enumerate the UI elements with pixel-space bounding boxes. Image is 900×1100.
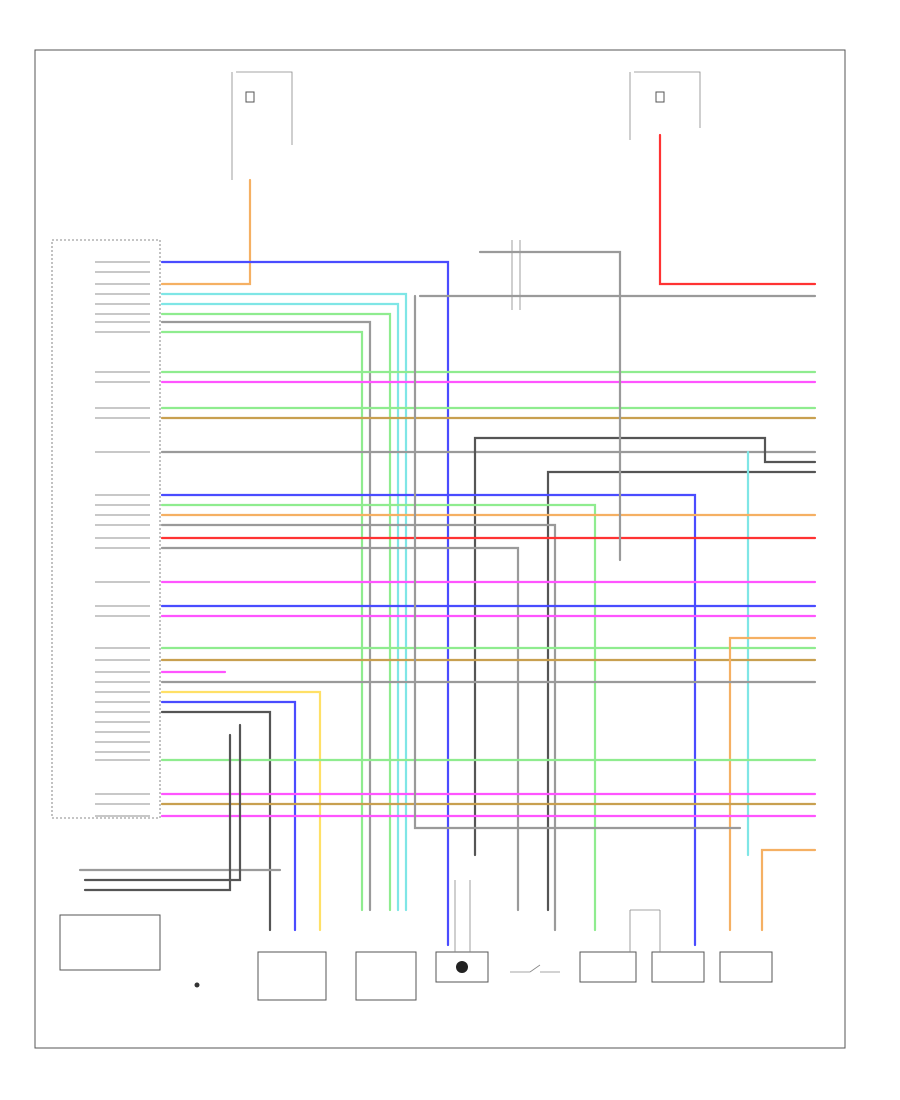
wire-darkgray-2 xyxy=(546,470,817,912)
wire-green-1 xyxy=(160,312,392,912)
wire-cyan-2 xyxy=(160,302,400,912)
wire-blue-4 xyxy=(160,700,297,932)
component-sensor-h xyxy=(651,951,773,983)
relay-contacts xyxy=(480,240,540,310)
wire-orange-fuse xyxy=(160,178,252,286)
wire-yellow-1 xyxy=(160,690,322,932)
component-sensor-d xyxy=(355,951,417,1001)
wire-gray-4 xyxy=(160,546,520,912)
wire-gray-ground xyxy=(413,294,742,830)
wire-darkgray-3 xyxy=(160,710,272,932)
ecm-module-box xyxy=(51,239,161,819)
component-sensor-c xyxy=(257,951,327,1001)
ecm-pin-labels xyxy=(95,261,150,817)
wire-harness xyxy=(78,133,817,947)
fuse-left-element xyxy=(245,91,255,103)
wire-red-fuse-right xyxy=(658,133,817,286)
fuse-block-right xyxy=(629,71,701,140)
fuel-pump-lead xyxy=(629,909,661,952)
wire-green-5 xyxy=(160,503,597,932)
sensor-i-box xyxy=(719,951,773,983)
wire-blue-2 xyxy=(160,493,697,947)
ecm-module xyxy=(51,239,161,819)
wire-blue-top xyxy=(160,260,450,947)
component-sensor-e xyxy=(435,951,489,983)
fuse-right-outline xyxy=(629,71,701,140)
wire-green-2 xyxy=(160,330,364,912)
sensor-e-symbol xyxy=(456,961,468,973)
wire-gray-1 xyxy=(160,320,372,912)
sensor-e-leads xyxy=(454,880,471,952)
sensor-g-box xyxy=(579,951,637,983)
diagram-border xyxy=(34,49,846,1049)
wire-cyan-1 xyxy=(160,292,408,912)
wire-darkgray-5 xyxy=(83,733,232,892)
wire-darkgray-1 xyxy=(473,436,817,857)
sensor-a-box xyxy=(59,914,161,971)
component-sensor-b xyxy=(194,982,200,988)
main-relay xyxy=(480,240,540,310)
sensor-f-switch xyxy=(510,964,560,973)
sensor-h-box xyxy=(651,951,705,983)
sensor-b-ground xyxy=(194,982,200,988)
wire-gray-relay-2 xyxy=(478,250,622,562)
component-sensor-g xyxy=(579,951,637,983)
wire-darkgray-4 xyxy=(83,723,242,882)
sensor-c-box xyxy=(257,951,327,1001)
fuse-block-left xyxy=(231,71,293,180)
fuse-left-outline xyxy=(231,71,293,180)
fuse-right-element xyxy=(655,91,665,103)
bottom-components xyxy=(59,880,773,1001)
wire-orange-3 xyxy=(728,636,817,932)
sensor-d-box xyxy=(355,951,417,1001)
component-sensor-f xyxy=(510,964,560,973)
wire-orange-4 xyxy=(760,848,817,932)
component-sensor-a xyxy=(59,914,161,971)
